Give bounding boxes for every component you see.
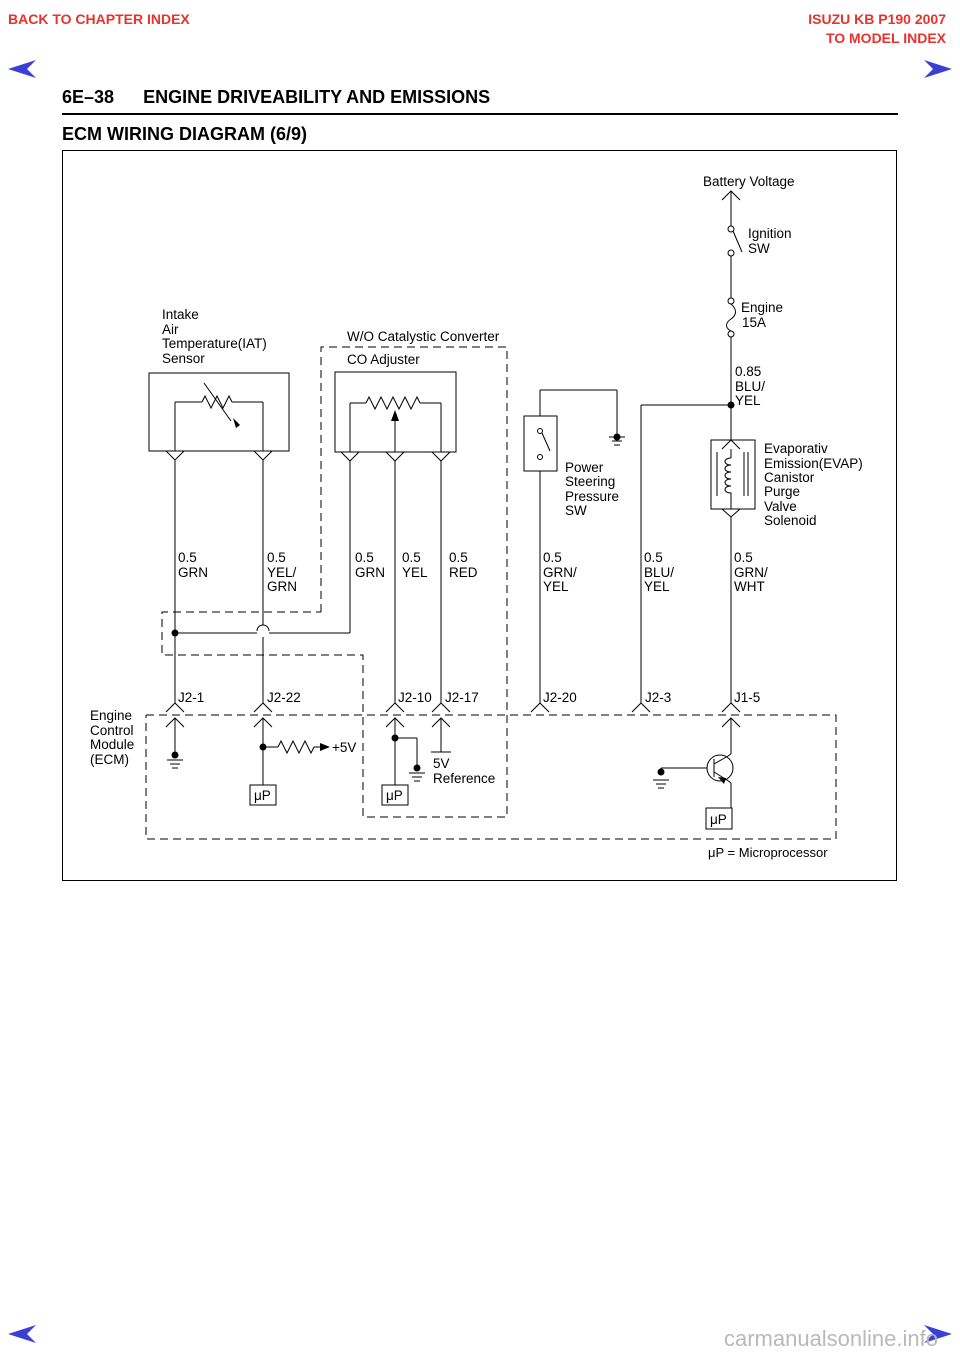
back-to-chapter-index-link[interactable]: BACK TO CHAPTER INDEX <box>8 11 190 27</box>
wire-label-color: WHT <box>734 579 765 594</box>
battery-voltage-label: Battery Voltage <box>703 174 795 189</box>
wire-label-color: GRN/ <box>734 565 768 580</box>
wire-label-size: 0.5 <box>644 550 663 565</box>
ignition-sw-label-line2: SW <box>748 241 770 256</box>
wire-label-color: YEL/ <box>267 565 297 580</box>
ps-switch-label-line4: SW <box>565 503 587 518</box>
diagram-title: ECM WIRING DIAGRAM (6/9) <box>62 124 307 144</box>
ref5v-label-line1: 5V <box>433 756 450 771</box>
co-adjuster-label: CO Adjuster <box>347 352 420 367</box>
ecm-label-line4: (ECM) <box>90 752 129 767</box>
microprocessor-legend: μP = Microprocessor <box>708 845 828 860</box>
wire-label-color: GRN <box>267 579 297 594</box>
fuse-label-line2: 15A <box>742 315 766 330</box>
wire-label-size: 0.5 <box>449 550 468 565</box>
ecm-label-line1: Engine <box>90 708 132 723</box>
evap-label-line2: Emission(EVAP) <box>764 456 863 471</box>
next-page-arrow-bottom-icon[interactable] <box>922 1324 952 1349</box>
ecm-label-line2: Control <box>90 723 134 738</box>
iat-sensor-label-line1: Intake <box>162 307 199 322</box>
pin-label: J2-17 <box>445 690 479 705</box>
evap-label-line6: Solenoid <box>764 513 817 528</box>
microprocessor-box-label: μP <box>710 812 727 827</box>
iat-sensor-label-line4: Sensor <box>162 351 205 366</box>
pin-label: J2-22 <box>267 690 301 705</box>
evap-label-line3: Canistor <box>764 470 815 485</box>
wire-label-color: GRN/ <box>543 565 577 580</box>
wo-catalytic-label: W/O Catalystic Converter <box>347 329 500 344</box>
evap-label-line1: Evaporativ <box>764 441 828 456</box>
wiring-diagram: Battery Voltage Ignition SW Engine 15A 0… <box>90 174 863 860</box>
microprocessor-box-label: μP <box>386 788 403 803</box>
ps-switch-label-line1: Power <box>565 460 604 475</box>
next-page-arrow-icon[interactable] <box>922 59 952 84</box>
pin-label: J2-1 <box>178 690 204 705</box>
section-title: ENGINE DRIVEABILITY AND EMISSIONS <box>143 87 491 107</box>
pin-label: J2-20 <box>543 690 577 705</box>
plus5v-label: +5V <box>332 740 356 755</box>
wire-label-size: 0.5 <box>402 550 421 565</box>
feed-wire-size: 0.85 <box>735 364 761 379</box>
wire-label-size: 0.5 <box>355 550 374 565</box>
wire-label-color: BLU/ <box>644 565 674 580</box>
wire-label-color: RED <box>449 565 478 580</box>
watermark: carmanualsonline.info <box>723 1326 938 1351</box>
wire-label-color: YEL <box>402 565 428 580</box>
ref5v-label-line2: Reference <box>433 771 495 786</box>
wire-label-size: 0.5 <box>543 550 562 565</box>
ecm-label-line3: Module <box>90 737 134 752</box>
feed-wire-color-line2: YEL <box>735 393 761 408</box>
wire-label-color: YEL <box>543 579 569 594</box>
prev-page-arrow-bottom-icon[interactable] <box>8 1324 38 1349</box>
pin-label: J1-5 <box>734 690 760 705</box>
ps-switch-label-line2: Steering <box>565 474 615 489</box>
wire-label-size: 0.5 <box>178 550 197 565</box>
page-number: 6E–38 <box>62 87 115 107</box>
evap-label-line4: Purge <box>764 484 800 499</box>
diagram-frame <box>62 150 897 881</box>
evap-label-line5: Valve <box>764 499 797 514</box>
wire-label-color: YEL <box>644 579 670 594</box>
wire-label-color: GRN <box>178 565 208 580</box>
feed-wire-color-line1: BLU/ <box>735 379 765 394</box>
wire-label-size: 0.5 <box>734 550 753 565</box>
pin-label: J2-3 <box>645 690 671 705</box>
wire-label-color: GRN <box>355 565 385 580</box>
fuse-label-line1: Engine <box>741 300 783 315</box>
microprocessor-box-label: μP <box>254 788 271 803</box>
pin-label: J2-10 <box>398 690 432 705</box>
wire-label-size: 0.5 <box>267 550 286 565</box>
model-title-link[interactable]: ISUZU KB P190 2007 <box>808 11 946 27</box>
ignition-sw-label-line1: Ignition <box>748 226 792 241</box>
iat-sensor-label-line3: Temperature(IAT) <box>162 336 267 351</box>
page-header: 6E–38 ENGINE DRIVEABILITY AND EMISSIONS <box>62 87 490 108</box>
to-model-index-link[interactable]: TO MODEL INDEX <box>825 30 946 46</box>
iat-sensor-label-line2: Air <box>162 322 179 337</box>
ps-switch-label-line3: Pressure <box>565 489 619 504</box>
prev-page-arrow-icon[interactable] <box>8 59 38 84</box>
header-rule <box>62 113 898 115</box>
